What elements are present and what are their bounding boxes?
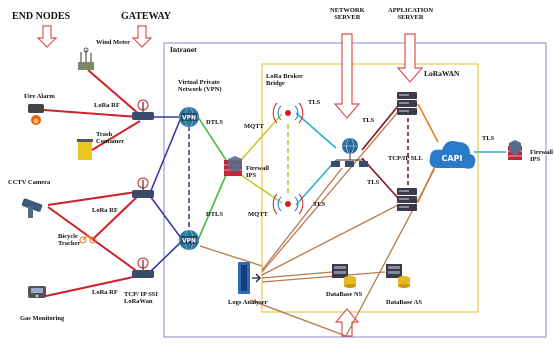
gateway-arrow	[131, 25, 153, 48]
wind-meter-icon	[78, 47, 94, 70]
label-firewall-center: Firewall IPS	[246, 165, 269, 179]
lora-rf-links	[43, 69, 141, 297]
label-logs-analyser: Logs Analyser	[228, 299, 268, 306]
label-vpn: Virtual Private Network (VPN)	[178, 79, 222, 93]
label-tls-4: TLS	[367, 179, 380, 186]
header-application-server: APPLICATION SERVER	[388, 7, 434, 21]
label-trash-container: Trash Container	[96, 131, 125, 145]
firewall-center-icon	[224, 156, 242, 176]
label-tls-3: TLS	[362, 117, 375, 124]
label-tcp-ip-sll: TCP/IP SLL	[388, 155, 423, 162]
network-server-hub-icon	[331, 137, 368, 167]
header-network-server: NETWORK SERVER	[330, 7, 365, 21]
cctv-camera-icon	[21, 198, 43, 218]
vpn-glyph-bottom: VPN	[182, 238, 196, 245]
label-lora-rf-2: LoRa RF	[92, 207, 118, 214]
label-dtls-2: DTLS	[206, 211, 223, 218]
gateway-router-top-icon	[132, 99, 154, 120]
label-mqtt-2: MQTT	[248, 211, 268, 218]
firewall-right-icon	[508, 140, 522, 160]
network-server-arrow	[333, 33, 361, 119]
capi-glyph: CAPI	[442, 154, 463, 163]
capi-cloud-icon: CAPI	[429, 141, 476, 169]
gateway-router-bottom-icon	[132, 257, 154, 278]
label-cctv-camera: CCTV Camera	[8, 179, 51, 186]
app-server-top-icon	[397, 92, 417, 115]
label-database-as: DataBase AS	[386, 299, 422, 306]
mqtt-links	[240, 113, 289, 204]
broker-bridge-top-icon	[272, 102, 304, 124]
app-server-bottom-icon	[397, 188, 417, 211]
label-tls-5: TLS	[482, 135, 495, 142]
broker-bridge-bottom-icon	[272, 193, 304, 215]
vpn-globe-bottom-icon: VPN	[179, 229, 199, 251]
vpn-glyph-top: VPN	[182, 115, 196, 122]
fire-alarm-icon	[28, 104, 44, 125]
trash-container-icon	[77, 139, 93, 160]
label-tls-1: TLS	[308, 99, 321, 106]
label-database-ns: DataBase NS	[326, 291, 363, 298]
label-tls-2: TLS	[313, 201, 326, 208]
label-lora-broker-bridge: LoRa Broker Bridge	[266, 73, 303, 87]
label-gas-monitoring: Gas Monitoring	[20, 315, 65, 322]
bicycle-tracker-icon	[79, 234, 97, 244]
label-mqtt-1: MQTT	[244, 123, 264, 130]
logs-links	[199, 111, 435, 337]
lorawan-region	[261, 63, 479, 313]
logs-analyser-icon	[238, 262, 261, 294]
gas-monitoring-icon	[28, 286, 46, 298]
application-server-arrow	[396, 33, 424, 83]
region-label-lorawan: LoRaWAN	[424, 69, 460, 78]
header-gateway: GATEWAY	[121, 11, 172, 22]
label-firewall-right: Firewall IPS	[530, 149, 553, 163]
label-wind-meter: Wind Meter	[96, 39, 130, 46]
database-ns-icon	[332, 264, 356, 288]
header-end-nodes: END NODES	[12, 11, 71, 22]
database-as-icon	[386, 264, 410, 288]
label-dtls-1: DTLS	[206, 119, 223, 126]
dtls-links	[197, 116, 227, 241]
label-fire-alarm: Fire Alarm	[24, 93, 55, 100]
tls-links	[295, 112, 506, 206]
vpn-links	[149, 116, 190, 273]
logs-up-arrow	[334, 308, 360, 337]
region-label-intranet: Intranet	[170, 45, 197, 54]
gateway-router-middle-icon	[132, 177, 154, 198]
label-lora-rf-1: LoRa RF	[94, 102, 120, 109]
end-nodes-arrow	[36, 25, 58, 48]
vpn-globe-top-icon: VPN	[179, 106, 199, 128]
label-bicycle-tracker: Bicycle Tracker	[58, 233, 81, 247]
label-lora-rf-3: LoRa RF	[92, 289, 118, 296]
label-gateway-protocol: TCP/ IP SSI LoRaWan	[124, 291, 158, 305]
intranet-region	[163, 42, 547, 338]
